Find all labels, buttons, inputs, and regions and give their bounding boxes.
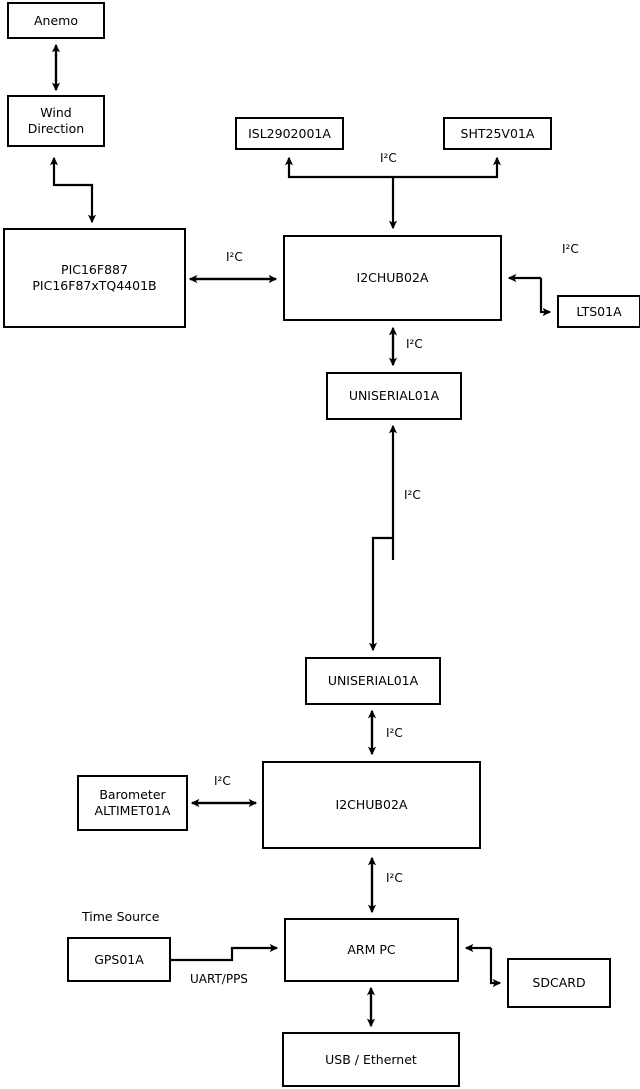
edge-armpc-to-sdcard — [489, 948, 502, 988]
node-sdcard[interactable]: SDCARD — [507, 958, 611, 1008]
node-wind-direction-label: Wind Direction — [27, 105, 85, 136]
edge-label-i2c-hub-lts: I²C — [562, 242, 579, 256]
edge-label-uart-pps: UART/PPS — [190, 972, 248, 986]
node-uniserial01a-upper[interactable]: UNISERIAL01A — [326, 372, 462, 420]
node-i2chub02a-top[interactable]: I2CHUB02A — [283, 235, 502, 321]
node-lts01a-label: LTS01A — [576, 303, 622, 319]
edge-label-i2c-baro-hub: I²C — [214, 774, 231, 788]
node-anemo-label: Anemo — [34, 12, 78, 28]
node-anemo[interactable]: Anemo — [7, 2, 105, 39]
edge-label-i2c-hub-uniserial: I²C — [406, 337, 423, 351]
node-isl2902001a[interactable]: ISL2902001A — [235, 117, 344, 150]
node-barometer-altimet01a-label: Barometer ALTIMET01A — [94, 787, 171, 818]
edge-uniserial-link-down — [368, 536, 393, 652]
node-usb-ethernet-label: USB / Ethernet — [325, 1051, 417, 1067]
node-isl2902001a-label: ISL2902001A — [248, 125, 331, 141]
node-arm-pc-label: ARM PC — [347, 942, 396, 958]
edge-pic-to-wind — [54, 183, 97, 224]
node-sht25v01a[interactable]: SHT25V01A — [443, 117, 552, 150]
node-uniserial01a-upper-label: UNISERIAL01A — [348, 388, 440, 404]
node-wind-direction[interactable]: Wind Direction — [7, 95, 105, 147]
label-time-source: Time Source — [82, 909, 160, 924]
edge-label-i2c-uniserial-link: I²C — [404, 488, 421, 502]
node-gps01a-label: GPS01A — [94, 951, 144, 967]
edge-hub-to-lts — [539, 278, 552, 317]
node-gps01a[interactable]: GPS01A — [67, 937, 171, 982]
edge-gps-to-armpc — [171, 943, 279, 962]
node-i2chub02a-bottom-label: I2CHUB02A — [335, 797, 408, 813]
node-lts01a[interactable]: LTS01A — [557, 295, 640, 328]
node-i2chub02a-top-label: I2CHUB02A — [356, 270, 429, 286]
edge-label-i2c-sensor-bus: I²C — [380, 151, 397, 165]
node-barometer-altimet01a[interactable]: Barometer ALTIMET01A — [77, 775, 188, 831]
node-sdcard-label: SDCARD — [532, 975, 586, 991]
edge-label-i2c-uniserial-hub: I²C — [386, 726, 403, 740]
node-arm-pc[interactable]: ARM PC — [284, 918, 459, 982]
node-uniserial01a-lower[interactable]: UNISERIAL01A — [305, 657, 441, 705]
node-uniserial01a-lower-label: UNISERIAL01A — [327, 673, 419, 689]
node-sht25v01a-label: SHT25V01A — [460, 125, 535, 141]
edge-bus-to-isl — [284, 156, 393, 179]
edge-bus-to-sht — [393, 156, 502, 179]
node-pic-microcontroller-label: PIC16F887 PIC16F87xTQ4401B — [32, 262, 157, 293]
node-usb-ethernet[interactable]: USB / Ethernet — [282, 1032, 460, 1087]
edge-label-i2c-hub-armpc: I²C — [386, 871, 403, 885]
edge-label-i2c-pic-hub: I²C — [226, 250, 243, 264]
node-pic-microcontroller[interactable]: PIC16F887 PIC16F87xTQ4401B — [3, 228, 186, 328]
node-i2chub02a-bottom[interactable]: I2CHUB02A — [262, 761, 481, 849]
